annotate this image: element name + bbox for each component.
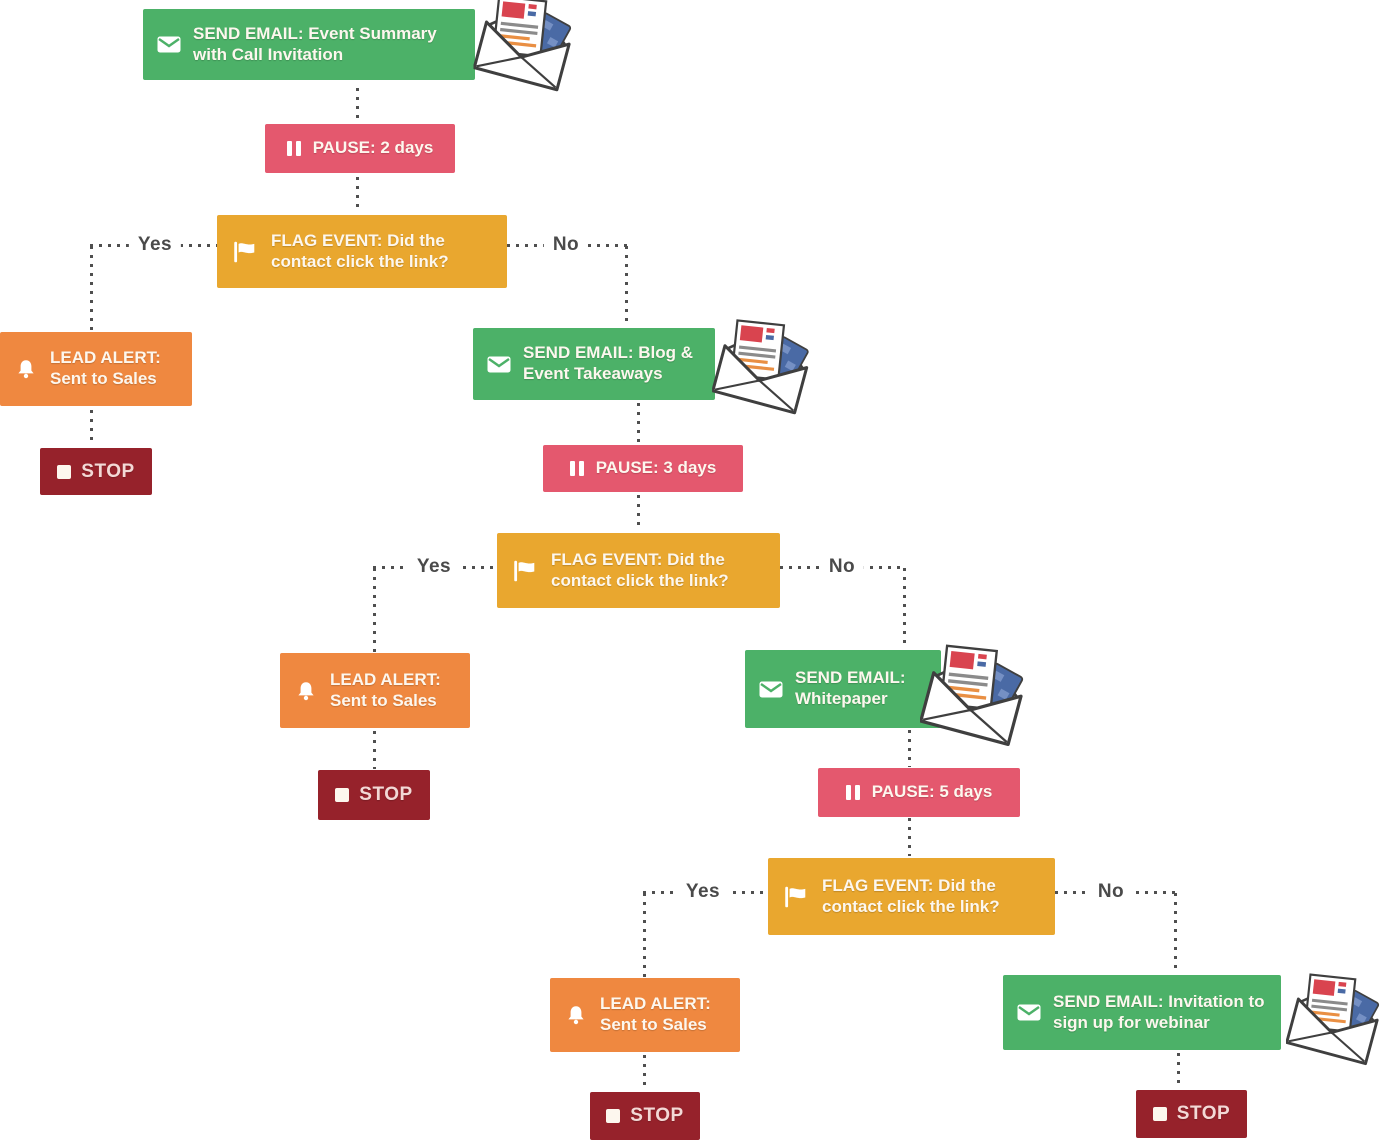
- dotted-connector: [643, 1055, 646, 1091]
- node-label: STOP: [359, 784, 413, 806]
- dotted-connector: [903, 568, 906, 648]
- envelope-icon: [1017, 1004, 1041, 1021]
- node-lead-alert-2[interactable]: LEAD ALERT: Sent to Sales: [280, 653, 470, 728]
- node-label: FLAG EVENT: Did the contact click the li…: [551, 549, 729, 590]
- stop-square-icon: [57, 464, 72, 479]
- node-label: SEND EMAIL: Blog & Event Takeaways: [523, 343, 693, 383]
- dotted-connector: [373, 568, 376, 653]
- flag-icon: [511, 558, 537, 584]
- envelope-icon: [759, 681, 783, 698]
- stop-square-icon: [335, 788, 350, 802]
- node-flag-event-3[interactable]: FLAG EVENT: Did the contact click the li…: [768, 858, 1055, 935]
- node-stop-1[interactable]: STOP: [40, 448, 152, 495]
- branch-label-yes: Yes: [407, 556, 461, 578]
- node-label: LEAD ALERT: Sent to Sales: [600, 994, 711, 1034]
- pause-icon: [845, 785, 860, 800]
- branch-label-yes: Yes: [128, 234, 182, 256]
- node-label: SEND EMAIL: Invitation to sign up for we…: [1053, 991, 1265, 1032]
- stop-square-icon: [1152, 1107, 1167, 1121]
- dotted-connector: [1177, 1053, 1180, 1089]
- branch-label-no: No: [543, 234, 589, 256]
- pause-icon: [569, 461, 584, 476]
- envelope-icon: [487, 356, 511, 373]
- open-envelope-illustration: [710, 318, 820, 415]
- branch-label-no: No: [1088, 881, 1134, 903]
- node-label: STOP: [630, 1105, 684, 1127]
- node-send-email-webinar-invitation[interactable]: SEND EMAIL: Invitation to sign up for we…: [1003, 975, 1281, 1050]
- bell-icon: [564, 1003, 588, 1027]
- node-send-email-whitepaper[interactable]: SEND EMAIL: Whitepaper: [745, 650, 941, 728]
- branch-label-yes: Yes: [676, 881, 730, 903]
- node-label: FLAG EVENT: Did the contact click the li…: [271, 230, 449, 271]
- node-label: PAUSE: 2 days: [312, 138, 434, 158]
- bell-icon: [14, 357, 38, 381]
- node-flag-event-2[interactable]: FLAG EVENT: Did the contact click the li…: [497, 533, 780, 608]
- dotted-connector: [637, 495, 640, 531]
- dotted-connector: [908, 730, 911, 767]
- node-stop-2[interactable]: STOP: [318, 770, 430, 820]
- node-label: FLAG EVENT: Did the contact click the li…: [822, 875, 1000, 916]
- dotted-connector: [90, 410, 93, 446]
- dotted-connector: [625, 246, 628, 326]
- node-pause-5-days[interactable]: PAUSE: 5 days: [818, 768, 1020, 817]
- dotted-connector: [356, 177, 359, 213]
- dotted-connector: [908, 818, 911, 856]
- node-stop-3[interactable]: STOP: [590, 1092, 700, 1140]
- dotted-connector: [1174, 893, 1177, 973]
- dotted-connector: [637, 403, 640, 443]
- envelope-icon: [157, 36, 181, 53]
- pause-icon: [286, 141, 301, 156]
- dotted-connector: [90, 246, 93, 330]
- node-label: SEND EMAIL: Event Summary with Call Invi…: [193, 23, 437, 64]
- node-label: SEND EMAIL: Whitepaper: [795, 668, 906, 708]
- stop-square-icon: [606, 1109, 621, 1123]
- branch-label-no: No: [819, 556, 865, 578]
- node-label: PAUSE: 5 days: [871, 782, 993, 802]
- node-label: LEAD ALERT: Sent to Sales: [50, 348, 161, 388]
- node-label: PAUSE: 3 days: [595, 458, 717, 478]
- dotted-connector: [373, 731, 376, 769]
- node-label: STOP: [81, 460, 135, 482]
- node-lead-alert-1[interactable]: LEAD ALERT: Sent to Sales: [0, 332, 192, 406]
- flag-icon: [782, 884, 808, 910]
- node-pause-2-days[interactable]: PAUSE: 2 days: [265, 124, 455, 173]
- node-send-email-event-summary[interactable]: SEND EMAIL: Event Summary with Call Invi…: [143, 9, 475, 80]
- node-pause-3-days[interactable]: PAUSE: 3 days: [543, 445, 743, 492]
- open-envelope-illustration: [468, 0, 586, 92]
- node-label: LEAD ALERT: Sent to Sales: [330, 669, 441, 710]
- node-stop-4[interactable]: STOP: [1136, 1090, 1247, 1138]
- open-envelope-illustration: [1286, 968, 1382, 1070]
- dotted-connector: [356, 88, 359, 122]
- node-flag-event-1[interactable]: FLAG EVENT: Did the contact click the li…: [217, 215, 507, 288]
- node-send-email-blog-takeaways[interactable]: SEND EMAIL: Blog & Event Takeaways: [473, 328, 715, 400]
- bell-icon: [294, 679, 318, 703]
- node-lead-alert-3[interactable]: LEAD ALERT: Sent to Sales: [550, 978, 740, 1052]
- flag-icon: [231, 239, 257, 265]
- dotted-connector: [643, 893, 646, 978]
- node-label: STOP: [1176, 1103, 1231, 1125]
